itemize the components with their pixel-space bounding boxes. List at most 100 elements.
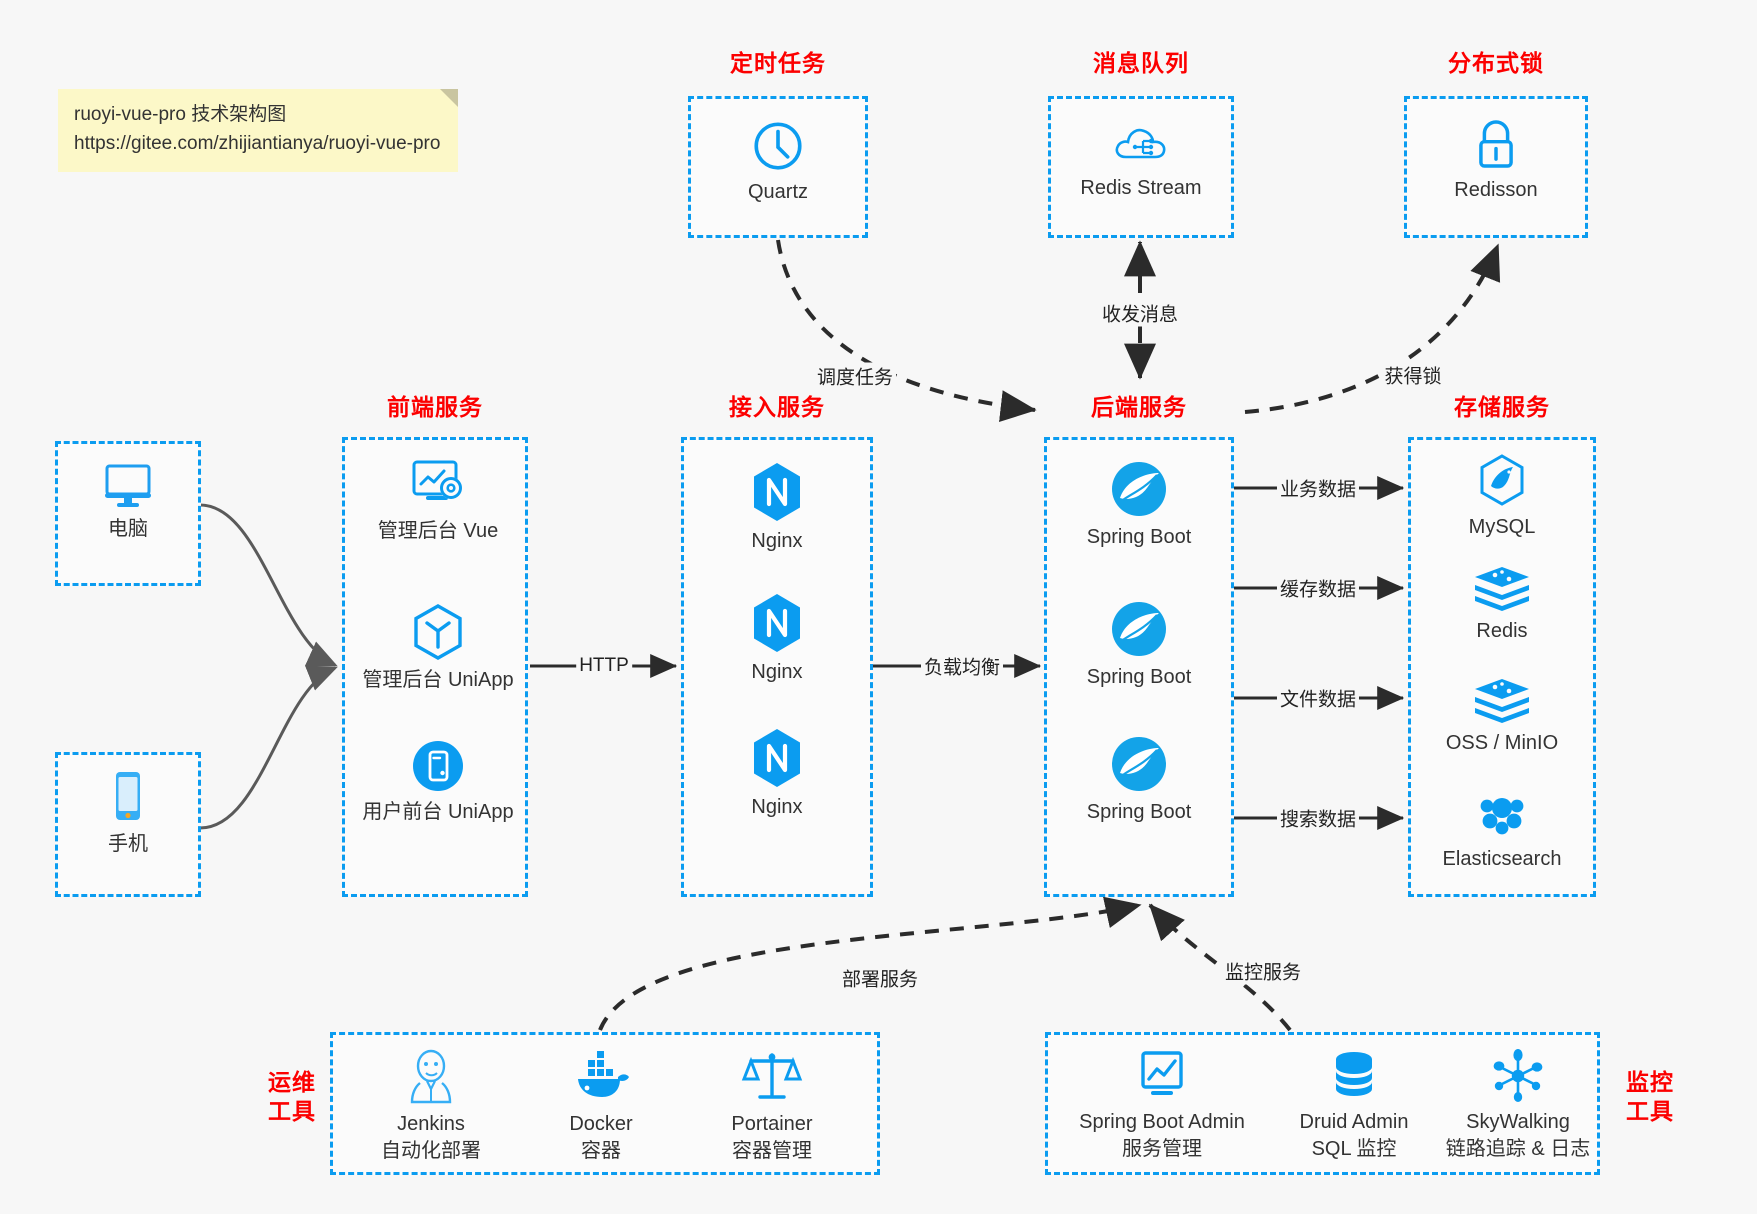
group-box-storage: MySQL Redis OSS / MinIO bbox=[1408, 437, 1596, 897]
edge-label-business-data: 业务数据 bbox=[1276, 474, 1360, 502]
node-label: Elasticsearch bbox=[1442, 848, 1562, 870]
group-title-devops-line2: 工具 bbox=[268, 1097, 316, 1124]
edge-label-deploy-service: 部署服务 bbox=[838, 964, 922, 992]
note-fold-corner bbox=[440, 89, 458, 107]
group-box-backend: Spring Boot Spring Boot Spring Boot bbox=[1044, 437, 1234, 897]
group-title-storage: 存储服务 bbox=[1454, 394, 1550, 420]
group-title-devops-line1: 运维 bbox=[268, 1069, 316, 1095]
node-oss-minio[interactable]: OSS / MinIO bbox=[1411, 676, 1593, 757]
node-redisson[interactable]: Redisson bbox=[1407, 115, 1585, 204]
node-label: Jenkins bbox=[397, 1113, 465, 1135]
group-title-frontend: 前端服务 bbox=[387, 394, 483, 420]
cloud-stream-icon bbox=[1115, 128, 1166, 159]
group-box-scheduled-task: Quartz bbox=[688, 96, 868, 238]
node-sublabel: SQL 监控 bbox=[1311, 1138, 1397, 1160]
group-box-frontend: 管理后台 Vue 管理后台 UniApp 用户前台 UniApp bbox=[342, 437, 528, 897]
node-mobile[interactable]: 手机 bbox=[58, 769, 198, 858]
node-label: 用户前台 UniApp bbox=[362, 801, 514, 823]
redis-stack-icon bbox=[1475, 679, 1529, 723]
node-docker[interactable]: Docker 容器 bbox=[521, 1047, 681, 1165]
node-label: Druid Admin bbox=[1299, 1111, 1409, 1133]
group-box-distributed-lock: Redisson bbox=[1404, 96, 1588, 238]
group-box-client-desktop: 电脑 bbox=[55, 441, 201, 586]
note-url: https://gitee.com/zhijiantianya/ruoyi-vu… bbox=[74, 132, 441, 154]
spring-boot-icon bbox=[1112, 462, 1166, 516]
node-sublabel: 自动化部署 bbox=[381, 1140, 481, 1162]
group-title-gateway: 接入服务 bbox=[729, 394, 825, 420]
node-spring-boot-2[interactable]: Spring Boot bbox=[1047, 598, 1231, 691]
jenkins-butler-icon bbox=[410, 1049, 452, 1104]
elasticsearch-icon bbox=[1480, 798, 1524, 835]
skywalking-node-icon bbox=[1493, 1049, 1543, 1102]
mysql-dolphin-icon bbox=[1480, 454, 1524, 506]
node-sublabel: 容器管理 bbox=[732, 1140, 812, 1162]
spring-boot-icon bbox=[1112, 737, 1166, 791]
group-box-client-mobile: 手机 bbox=[55, 752, 201, 897]
group-title-distributed-lock: 分布式锁 bbox=[1448, 50, 1544, 76]
edge-label-http: HTTP bbox=[576, 655, 632, 677]
node-redis[interactable]: Redis bbox=[1411, 564, 1593, 645]
node-sublabel: 容器 bbox=[581, 1140, 621, 1162]
hexagon-cube-icon bbox=[414, 604, 462, 660]
group-title-scheduled-task: 定时任务 bbox=[730, 50, 826, 76]
database-cylinder-icon bbox=[1336, 1052, 1372, 1096]
node-admin-uniapp[interactable]: 管理后台 UniApp bbox=[335, 601, 541, 694]
spring-boot-icon bbox=[1112, 602, 1166, 656]
group-box-devops: Jenkins 自动化部署 Docker 容器 bbox=[330, 1032, 880, 1175]
node-skywalking[interactable]: SkyWalking 链路追踪 & 日志 bbox=[1428, 1047, 1608, 1163]
edge-label-send-receive-message: 收发消息 bbox=[1098, 299, 1182, 327]
node-nginx-2[interactable]: Nginx bbox=[684, 591, 870, 686]
node-druid-admin[interactable]: Druid Admin SQL 监控 bbox=[1274, 1047, 1434, 1163]
lock-icon bbox=[1479, 120, 1513, 168]
node-label: Quartz bbox=[747, 181, 809, 203]
node-admin-vue[interactable]: 管理后台 Vue bbox=[335, 456, 541, 545]
node-elasticsearch[interactable]: Elasticsearch bbox=[1411, 788, 1593, 873]
node-label: Redis Stream bbox=[1080, 177, 1202, 199]
redis-stack-icon bbox=[1475, 567, 1529, 611]
clock-icon bbox=[754, 122, 802, 170]
node-user-uniapp[interactable]: 用户前台 UniApp bbox=[335, 737, 541, 826]
node-mysql[interactable]: MySQL bbox=[1411, 452, 1593, 541]
node-label: Docker bbox=[569, 1113, 633, 1135]
mobile-circle-icon bbox=[413, 741, 463, 791]
node-label: 电脑 bbox=[108, 518, 148, 540]
node-redis-stream[interactable]: Redis Stream bbox=[1051, 117, 1231, 202]
node-jenkins[interactable]: Jenkins 自动化部署 bbox=[351, 1047, 511, 1165]
edge-label-search-data: 搜索数据 bbox=[1276, 804, 1360, 832]
nginx-icon bbox=[754, 594, 800, 652]
node-label: MySQL bbox=[1468, 516, 1536, 538]
docker-whale-icon bbox=[578, 1051, 629, 1097]
group-box-gateway: Nginx Nginx Nginx bbox=[681, 437, 873, 897]
group-title-message-queue: 消息队列 bbox=[1093, 50, 1189, 76]
node-label: Spring Boot bbox=[1086, 526, 1192, 548]
node-portainer[interactable]: Portainer 容器管理 bbox=[687, 1047, 857, 1165]
edge-label-acquire-lock: 获得锁 bbox=[1381, 361, 1445, 389]
mobile-phone-icon bbox=[116, 772, 140, 820]
group-box-message-queue: Redis Stream bbox=[1048, 96, 1234, 238]
node-quartz[interactable]: Quartz bbox=[691, 117, 865, 206]
node-spring-boot-admin[interactable]: Spring Boot Admin 服务管理 bbox=[1052, 1047, 1272, 1163]
edge-label-file-data: 文件数据 bbox=[1276, 684, 1360, 712]
node-label: 手机 bbox=[108, 833, 148, 855]
edge-label-schedule-task: 调度任务 bbox=[813, 362, 897, 390]
node-sublabel: 服务管理 bbox=[1122, 1138, 1202, 1160]
group-title-monitoring-line1: 监控 bbox=[1626, 1069, 1674, 1095]
node-label: Spring Boot bbox=[1086, 801, 1192, 823]
node-nginx-3[interactable]: Nginx bbox=[684, 726, 870, 821]
node-label: 管理后台 Vue bbox=[377, 520, 499, 542]
node-sublabel: 链路追踪 & 日志 bbox=[1445, 1138, 1591, 1160]
node-desktop[interactable]: 电脑 bbox=[58, 460, 198, 543]
node-nginx-1[interactable]: Nginx bbox=[684, 460, 870, 555]
node-label: Portainer bbox=[731, 1113, 813, 1135]
node-spring-boot-1[interactable]: Spring Boot bbox=[1047, 458, 1231, 551]
edge-label-monitor-service: 监控服务 bbox=[1221, 957, 1305, 985]
nginx-icon bbox=[754, 463, 800, 521]
group-box-monitoring: Spring Boot Admin 服务管理 Druid Admin SQL 监… bbox=[1045, 1032, 1600, 1175]
node-label: Nginx bbox=[751, 796, 803, 818]
node-spring-boot-3[interactable]: Spring Boot bbox=[1047, 733, 1231, 826]
nginx-icon bbox=[754, 729, 800, 787]
diagram-note: ruoyi-vue-pro 技术架构图 https://gitee.com/zh… bbox=[58, 89, 458, 172]
node-label: Redis bbox=[1476, 620, 1528, 642]
scales-balance-icon bbox=[741, 1053, 803, 1099]
